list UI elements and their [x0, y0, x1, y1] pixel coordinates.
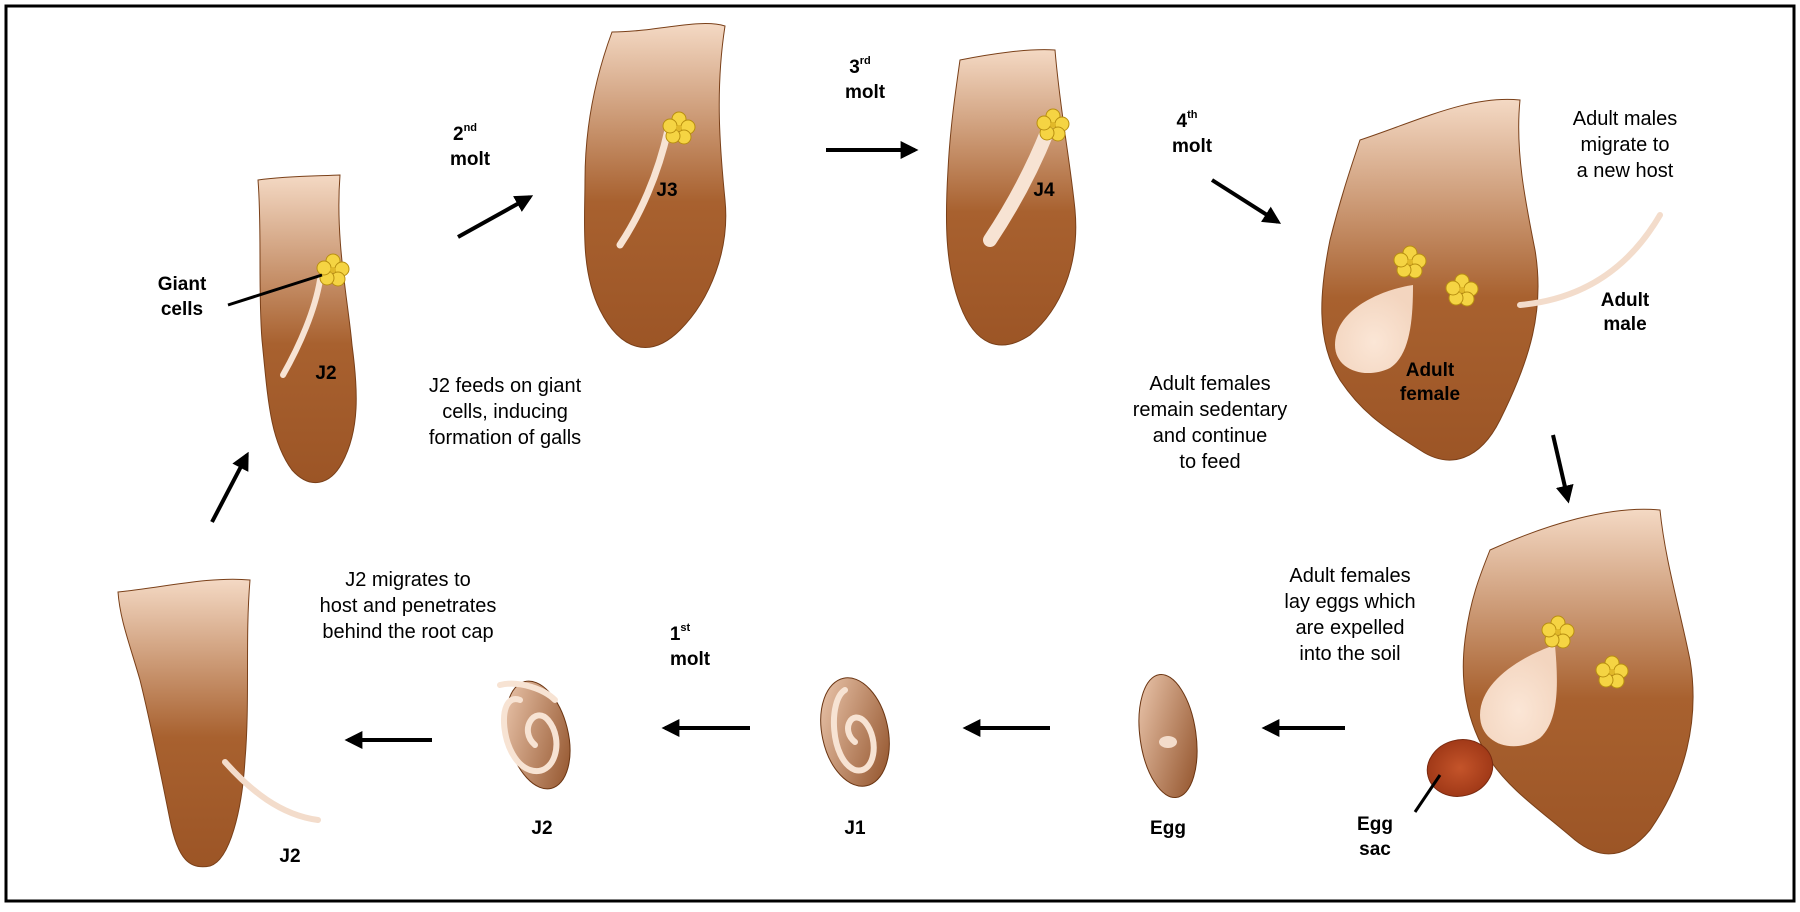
giant-cells-pointer: [227, 273, 323, 307]
molt-3rd: 3rd molt: [845, 55, 886, 103]
arrow-to-egg-laying: [1551, 434, 1574, 504]
label-j4: J4: [1033, 180, 1055, 201]
caption-j2-migrates: J2 migrates to host and penetrates behin…: [320, 569, 497, 643]
molt-3rd-num: 3: [849, 57, 860, 78]
svg-text:host and penetrates: host and penetrates: [320, 595, 497, 617]
egg-sac-pointer: [1413, 774, 1442, 813]
svg-text:Adult females: Adult females: [1149, 373, 1270, 395]
svg-text:behind the root cap: behind the root cap: [322, 621, 493, 643]
molt-2nd-sup: nd: [464, 122, 477, 134]
arrow-to-j3: [457, 195, 534, 239]
root-j3: [583, 23, 727, 348]
label-adult-male-2: male: [1603, 314, 1646, 335]
svg-text:lay eggs which: lay eggs which: [1284, 591, 1415, 613]
svg-text:into the soil: into the soil: [1299, 643, 1400, 665]
nematode-j2-penetrating: [222, 759, 321, 823]
egg-single: [1138, 673, 1198, 799]
label-adult-female-1: Adult: [1406, 360, 1455, 381]
root-adult-female: [1321, 98, 1539, 461]
svg-text:a new host: a new host: [1577, 160, 1674, 182]
adult-female-body: [1335, 285, 1413, 374]
label-j3: J3: [656, 180, 677, 201]
egg-sac-shape: [1426, 739, 1494, 797]
label-egg: Egg: [1150, 818, 1186, 839]
arrow-to-adult: [1210, 178, 1282, 224]
svg-text:remain sedentary: remain sedentary: [1133, 399, 1288, 421]
caption-adult-females-sedentary: Adult females remain sedentary and conti…: [1133, 373, 1288, 473]
molt-4th-word: molt: [1172, 136, 1213, 157]
molt-4th-num: 4: [1177, 111, 1188, 132]
egg-j1: [820, 677, 890, 787]
label-egg-sac-2: sac: [1359, 839, 1391, 860]
svg-text:and continue: and continue: [1153, 425, 1268, 447]
arrow-to-giant-cells: [210, 451, 249, 523]
svg-text:J2 feeds on giant: J2 feeds on giant: [429, 375, 582, 397]
root-j4: [945, 49, 1077, 346]
molt-4th: 4th molt: [1172, 109, 1213, 157]
svg-text:are expelled: are expelled: [1296, 617, 1405, 639]
molt-3rd-sup: rd: [860, 55, 871, 67]
svg-text:formation of galls: formation of galls: [429, 427, 581, 449]
svg-text:to feed: to feed: [1179, 451, 1240, 473]
label-egg-sac-1: Egg: [1357, 814, 1393, 835]
svg-text:3rd: 3rd: [849, 55, 871, 78]
nematode-j2: [280, 277, 323, 378]
label-giant-cells-1: Giant: [158, 274, 207, 295]
egg-j2: [497, 680, 571, 790]
molt-2nd-num: 2: [453, 124, 464, 145]
root-egg-laying-female: [1426, 508, 1694, 855]
label-j2-egg: J2: [531, 818, 552, 839]
caption-adult-females-lay: Adult females lay eggs which are expelle…: [1284, 565, 1415, 665]
svg-text:migrate to: migrate to: [1581, 134, 1670, 156]
molt-1st-num: 1: [670, 624, 681, 645]
caption-adult-males-migrate: Adult males migrate to a new host: [1573, 108, 1678, 182]
cycle-arrows: [210, 141, 1574, 749]
root-j2-giant-cells: [257, 174, 357, 484]
svg-text:1st: 1st: [670, 622, 691, 645]
molt-1st: 1st molt: [670, 622, 711, 670]
label-j1: J1: [844, 818, 866, 839]
label-j2-giant: J2: [315, 363, 336, 384]
svg-text:J2 migrates to: J2 migrates to: [345, 569, 471, 591]
svg-text:4th: 4th: [1177, 109, 1198, 132]
molt-4th-sup: th: [1187, 109, 1198, 121]
label-adult-female-2: female: [1400, 384, 1460, 405]
root-j2-root-cap: [117, 578, 321, 868]
nematode-j4: [983, 123, 1055, 247]
egg-laying-female-body: [1480, 645, 1557, 747]
adult-male-worm: [1517, 212, 1663, 308]
svg-text:cells, inducing: cells, inducing: [442, 401, 568, 423]
svg-text:Adult males: Adult males: [1573, 108, 1678, 130]
molt-1st-sup: st: [680, 622, 690, 634]
label-j2-root-cap: J2: [279, 846, 300, 867]
label-giant-cells-2: cells: [161, 299, 203, 320]
nematode-j3: [616, 126, 672, 249]
label-adult-male-1: Adult: [1601, 290, 1650, 311]
molt-2nd: 2nd molt: [450, 122, 491, 170]
svg-text:Adult females: Adult females: [1289, 565, 1410, 587]
caption-j2-feeds: J2 feeds on giant cells, inducing format…: [429, 375, 582, 449]
molt-3rd-word: molt: [845, 82, 886, 103]
molt-1st-word: molt: [670, 649, 711, 670]
svg-text:2nd: 2nd: [453, 122, 477, 145]
molt-2nd-word: molt: [450, 149, 491, 170]
